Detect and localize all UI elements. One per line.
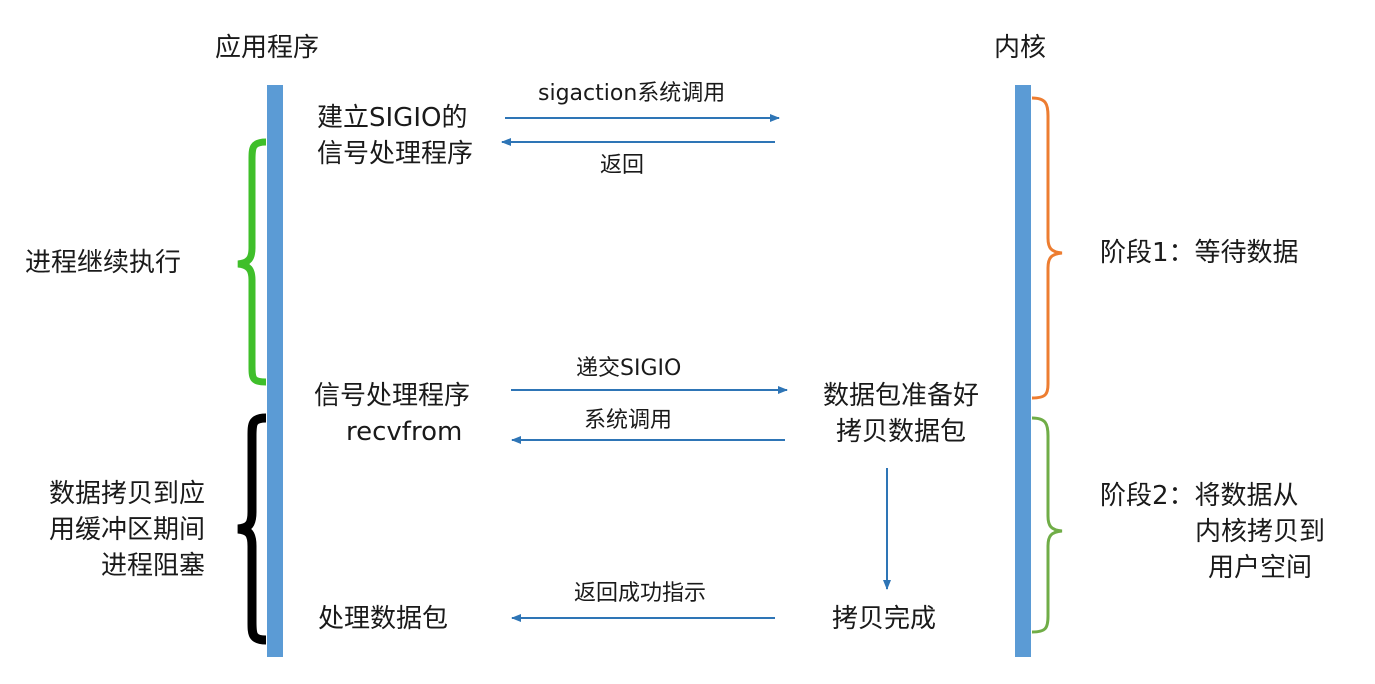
app-timeline [267,85,283,657]
continue-note: 进程继续执行 [25,248,182,278]
setup-step-line-1: 建立SIGIO的 [317,103,468,133]
continue-brace [237,138,267,386]
phase1-label: 阶段1：等待数据 [1100,238,1299,268]
ready-step: 数据包准备好 拷贝数据包 [806,378,996,450]
handler-step-line-2: recvfrom [346,417,463,447]
phase2-line-3: 用户空间 [1208,553,1313,583]
ready-step-line-2: 拷贝数据包 [835,417,966,447]
ready-step-line-1: 数据包准备好 [822,381,979,411]
deliver-label: 递交SIGIO [576,356,682,381]
phase1-brace [1031,96,1063,400]
blocked-brace [237,413,267,645]
kernel-timeline [1015,85,1031,657]
setup-step-line-2: 信号处理程序 [317,139,474,169]
handler-step-line-1: 信号处理程序 [314,381,471,411]
syscall-label: 系统调用 [584,408,673,433]
phase2-label: 阶段2：将数据从 内核拷贝到 用户空间 [1100,478,1325,586]
done-step: 拷贝完成 [832,604,937,634]
process-step: 处理数据包 [318,604,449,634]
blocked-note: 数据拷贝到应 用缓冲区期间 进程阻塞 [20,476,205,584]
kernel-column-title: 内核 [994,33,1047,63]
setup-step: 建立SIGIO的 信号处理程序 [317,100,473,172]
sigaction-label: sigaction系统调用 [538,81,726,106]
return-label: 返回 [600,153,645,178]
blocked-note-line-1: 数据拷贝到应 [48,479,205,509]
blocked-note-line-2: 用缓冲区期间 [48,515,205,545]
phase2-brace [1031,416,1063,634]
blocked-note-line-3: 进程阻塞 [100,551,205,581]
app-column-title: 应用程序 [215,33,320,63]
phase2-line-1: 阶段2：将数据从 [1100,481,1299,511]
success-label: 返回成功指示 [574,581,707,606]
handler-step: 信号处理程序 recvfrom [314,378,470,450]
phase2-line-2: 内核拷贝到 [1195,517,1326,547]
